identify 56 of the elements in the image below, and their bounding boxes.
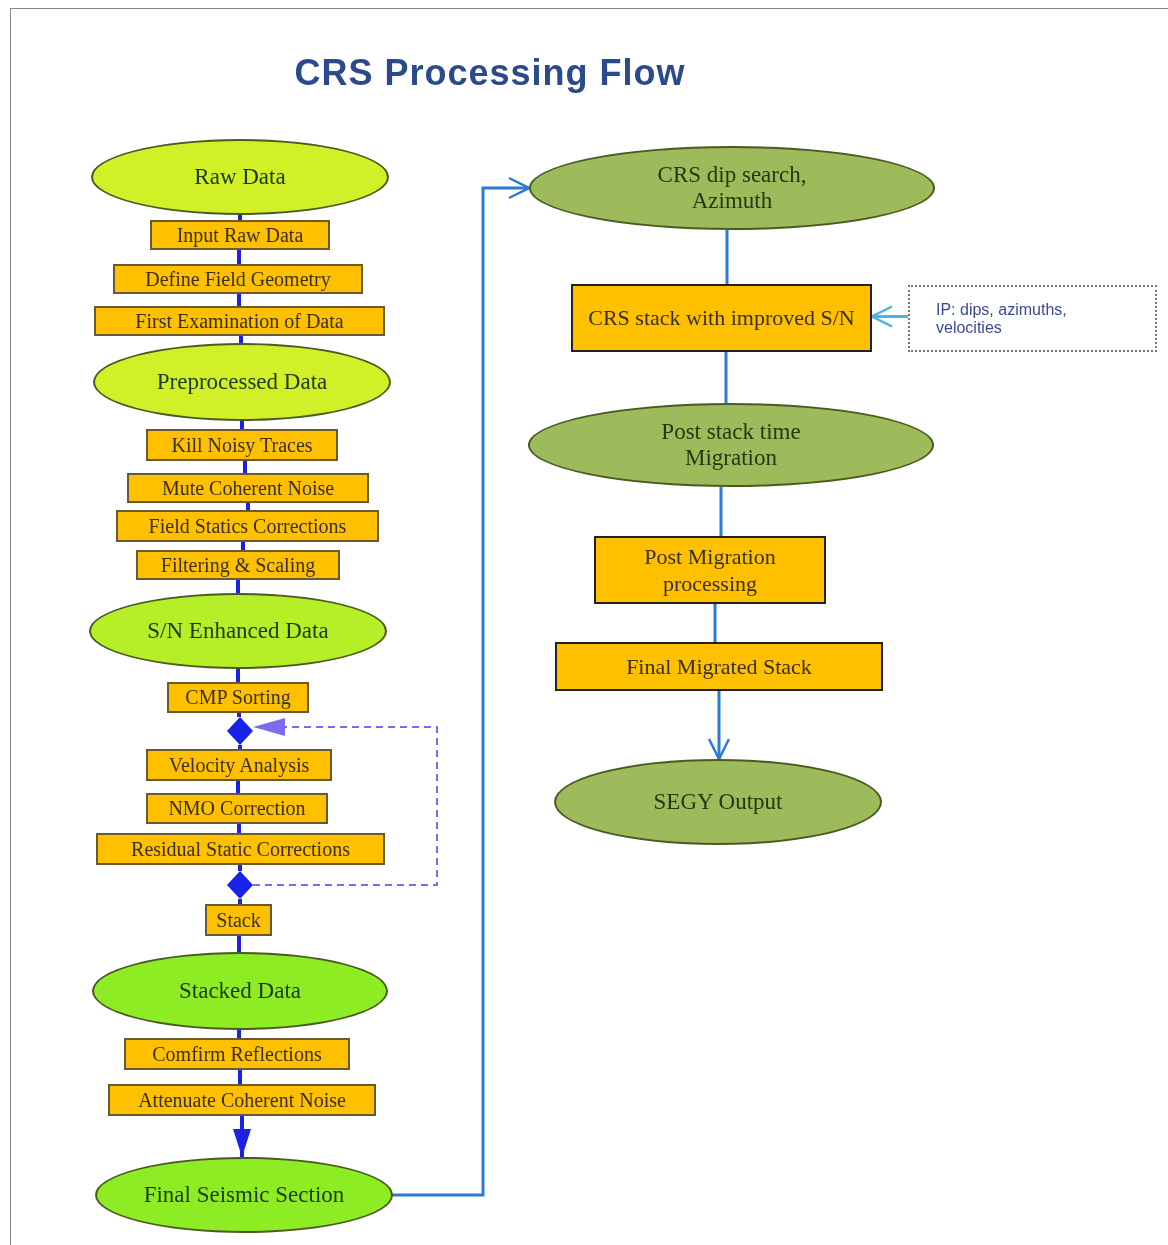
- process-box: Velocity Analysis: [146, 749, 332, 781]
- process-box: Attenuate Coherent Noise: [108, 1084, 376, 1116]
- arrow: [233, 1116, 251, 1157]
- connector-line: [240, 421, 244, 429]
- connector-line: [238, 899, 242, 904]
- connector-line: [237, 1030, 241, 1038]
- connector-line: [237, 250, 241, 264]
- process-box: NMO Correction: [146, 793, 328, 824]
- arrow: [252, 718, 438, 886]
- process-box: Input Raw Data: [150, 220, 330, 250]
- process-box: Stack: [205, 904, 272, 936]
- terminal-ellipse: Stacked Data: [92, 952, 388, 1030]
- terminal-ellipse: SEGY Output: [554, 759, 882, 845]
- connector-line: [236, 580, 240, 593]
- note-box: IP: dips, azimuths, velocities: [908, 285, 1157, 352]
- process-box: Post Migration processing: [594, 536, 826, 604]
- terminal-ellipse: Post stack time Migration: [528, 403, 934, 487]
- connector-line: [238, 745, 242, 749]
- decision-diamond: [227, 871, 253, 899]
- process-box: Filtering & Scaling: [136, 550, 340, 580]
- connector-line: [237, 294, 241, 306]
- connector-line: [237, 936, 241, 952]
- connector-line: [236, 669, 240, 682]
- terminal-ellipse: Final Seismic Section: [95, 1157, 393, 1233]
- process-box: First Examination of Data: [94, 306, 385, 336]
- connector-line: [236, 781, 240, 793]
- process-box: Define Field Geometry: [113, 264, 363, 294]
- decision-diamond: [227, 717, 253, 745]
- connector-line: [237, 713, 241, 717]
- process-box: Final Migrated Stack: [555, 642, 883, 691]
- connector-line: [238, 1070, 242, 1084]
- connector-line: [241, 542, 245, 550]
- process-box: Field Statics Corrections: [116, 510, 379, 542]
- arrow: [707, 691, 731, 761]
- connector-line: [238, 215, 242, 220]
- process-box: CMP Sorting: [167, 682, 309, 713]
- process-box: Comfirm Reflections: [124, 1038, 350, 1070]
- connector-line: [725, 230, 729, 284]
- terminal-ellipse: CRS dip search, Azimuth: [529, 146, 935, 230]
- connector-line: [237, 824, 241, 833]
- process-box: Kill Noisy Traces: [146, 429, 338, 461]
- connector-line: [243, 461, 247, 473]
- connector-line: [724, 352, 728, 403]
- arrow: [391, 176, 531, 1197]
- process-box: Residual Static Corrections: [96, 833, 385, 865]
- process-box: CRS stack with improved S/N: [571, 284, 872, 352]
- connector-line: [719, 487, 723, 536]
- connector-line: [238, 865, 242, 871]
- terminal-ellipse: Preprocessed Data: [93, 343, 391, 421]
- process-box: Mute Coherent Noise: [127, 473, 369, 503]
- connector-line: [246, 503, 250, 510]
- terminal-ellipse: S/N Enhanced Data: [89, 593, 387, 669]
- diagram-title: CRS Processing Flow: [293, 52, 687, 94]
- terminal-ellipse: Raw Data: [91, 139, 389, 215]
- connector-line: [239, 336, 243, 343]
- connector-line: [713, 604, 717, 642]
